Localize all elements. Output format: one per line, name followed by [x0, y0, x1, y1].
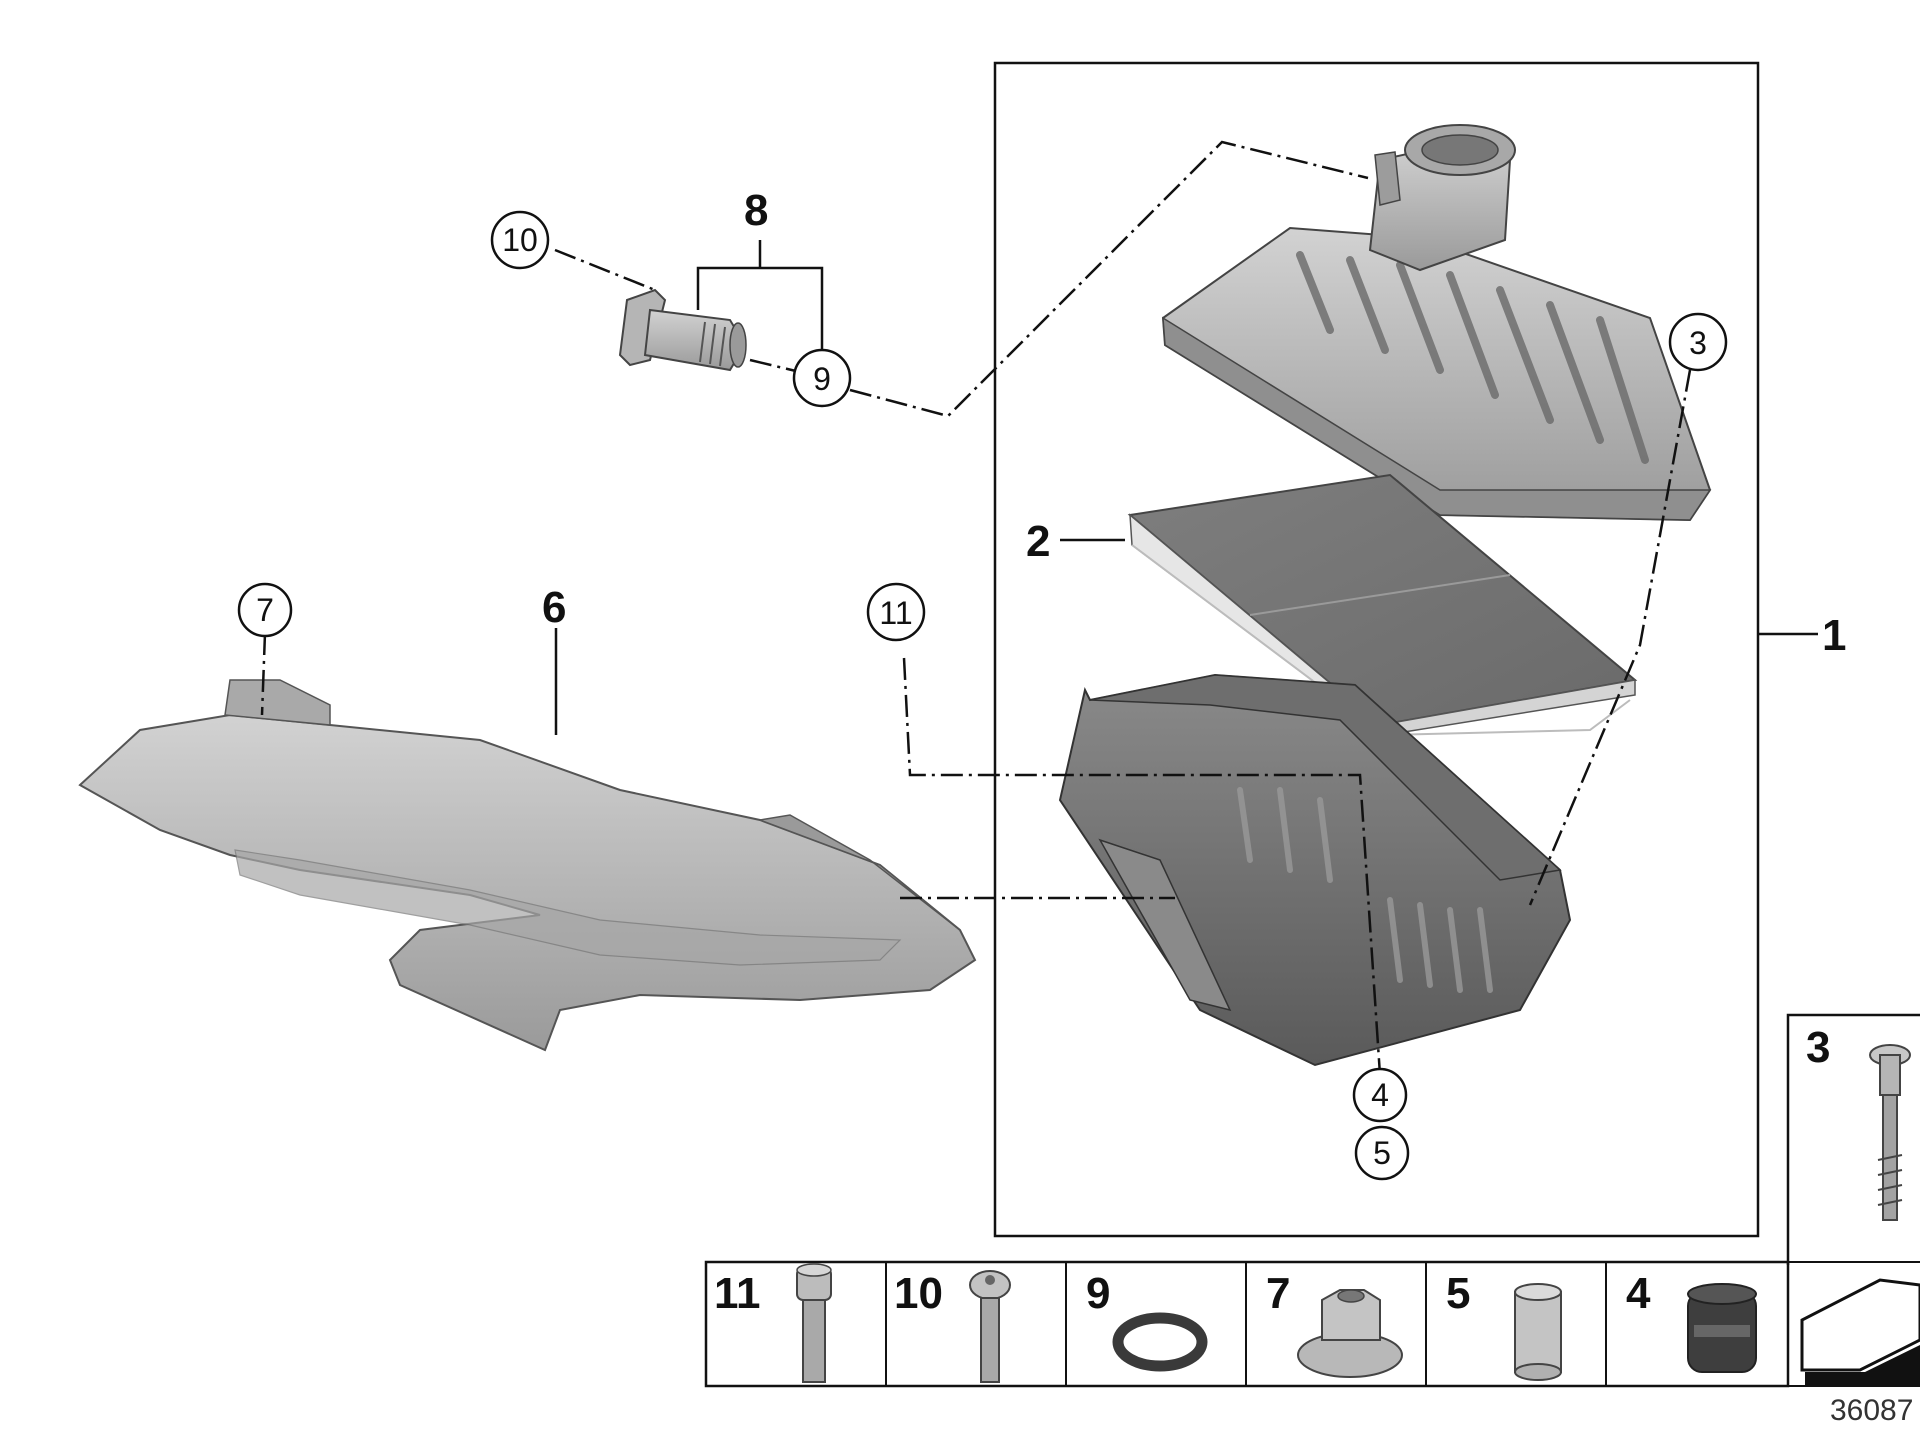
svg-text:11: 11 — [714, 1269, 761, 1318]
parts-table-cell-4: 4 — [1626, 1269, 1757, 1373]
callout-3-circle: 3 — [1668, 312, 1728, 372]
parts-table-cell-11: 11 — [714, 1263, 832, 1383]
rubber-grommet-icon — [1687, 1283, 1757, 1373]
air-filter-housing-lower — [1058, 673, 1572, 1067]
o-ring-icon — [1112, 1312, 1208, 1372]
reference-number: 36087 — [1830, 1394, 1913, 1427]
callout-9-circle: 9 — [792, 348, 852, 408]
air-intake-duct — [78, 679, 977, 1052]
svg-text:4: 4 — [1626, 1269, 1651, 1318]
hex-nut-icon — [1297, 1289, 1403, 1378]
svg-text:10: 10 — [894, 1269, 943, 1318]
air-mass-sensor — [618, 288, 747, 372]
torx-screw-icon — [969, 1270, 1011, 1383]
assembly-frame — [993, 61, 1760, 1238]
svg-text:7: 7 — [1266, 1269, 1290, 1318]
callout-2: 2 — [1026, 517, 1050, 566]
svg-text:9: 9 — [813, 361, 831, 397]
svg-text:5: 5 — [1446, 1269, 1470, 1318]
hex-socket-bolt-icon — [796, 1263, 832, 1383]
parts-table-cell-10: 10 — [894, 1269, 1011, 1383]
side-panel-part-3: 3 — [1786, 1013, 1920, 1265]
svg-text:7: 7 — [256, 592, 274, 628]
parts-table-cell-5: 5 — [1446, 1269, 1562, 1381]
parts-table: 11 10 9 7 — [704, 1260, 1920, 1388]
svg-text:11: 11 — [879, 595, 912, 631]
air-filter-cover — [1161, 124, 1712, 522]
callout-4-circle: 4 — [1352, 1067, 1408, 1123]
screw-icon — [1869, 1044, 1911, 1221]
callout-8: 8 — [744, 186, 768, 235]
svg-text:3: 3 — [1806, 1023, 1830, 1072]
callout-10-circle: 10 — [490, 210, 550, 270]
callout-7-circle: 7 — [237, 582, 293, 638]
parts-table-cell-9: 9 — [1086, 1269, 1208, 1372]
callout-5-circle: 5 — [1354, 1125, 1410, 1181]
svg-text:3: 3 — [1689, 325, 1707, 361]
air-filter-element — [1127, 473, 1638, 737]
svg-text:10: 10 — [502, 222, 538, 258]
parts-table-cell-7: 7 — [1266, 1269, 1403, 1378]
callout-11-circle: 11 — [866, 582, 926, 642]
callout-1: 1 — [1822, 611, 1846, 660]
callout-6: 6 — [542, 583, 566, 632]
svg-text:4: 4 — [1371, 1077, 1389, 1113]
sleeve-bushing-icon — [1514, 1283, 1562, 1381]
svg-text:9: 9 — [1086, 1269, 1110, 1318]
svg-text:5: 5 — [1373, 1135, 1391, 1171]
direction-arrow-icon — [1800, 1278, 1920, 1385]
